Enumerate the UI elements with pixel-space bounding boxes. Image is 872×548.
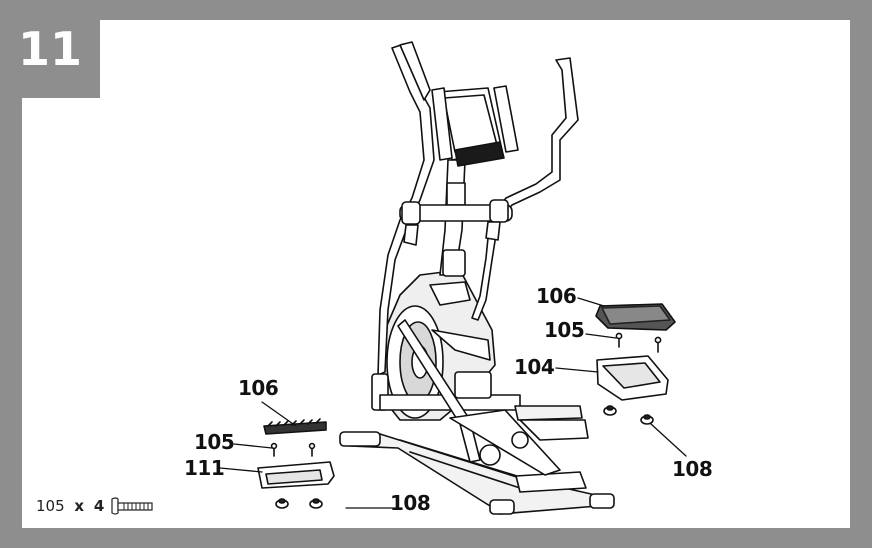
hardware-count: 4 xyxy=(93,497,105,515)
leader-lines xyxy=(219,297,687,509)
right-nuts xyxy=(603,405,654,425)
callout-105-left-screws: 105 xyxy=(194,430,235,454)
flywheel-housing xyxy=(379,269,496,421)
callout-106-left-pedal: 106 xyxy=(238,376,279,400)
hardware-quantity: 105 x 4 xyxy=(36,497,104,515)
callout-111-left-pedal-base: 111 xyxy=(184,456,225,480)
callout-105-right-screws: 105 xyxy=(544,318,585,342)
callout-108-left-nuts: 108 xyxy=(390,491,431,515)
hardware-box: 105 x 4 xyxy=(22,484,166,528)
step-number: 11 xyxy=(0,0,100,98)
bolt-icon xyxy=(111,497,153,515)
right-arm xyxy=(471,57,579,321)
right-pedal-part xyxy=(595,303,676,331)
hardware-part-number: 105 xyxy=(36,497,65,515)
callout-104-right-pedal-base: 104 xyxy=(514,355,555,379)
hardware-multiplier: x xyxy=(74,497,85,515)
callout-106-right-pedal: 106 xyxy=(536,284,577,308)
console xyxy=(431,85,519,167)
left-nuts xyxy=(275,498,323,509)
handlebar-pivot xyxy=(399,199,513,246)
right-screws xyxy=(615,332,662,353)
callout-108-right-nuts: 108 xyxy=(672,457,713,481)
left-pedal-base xyxy=(257,461,335,489)
right-pedal-base xyxy=(596,355,669,401)
base-rail xyxy=(339,431,615,515)
pedal-linkage xyxy=(371,319,589,476)
left-screws xyxy=(270,442,316,457)
central-mast xyxy=(439,159,466,277)
left-pedal-part xyxy=(263,418,327,435)
